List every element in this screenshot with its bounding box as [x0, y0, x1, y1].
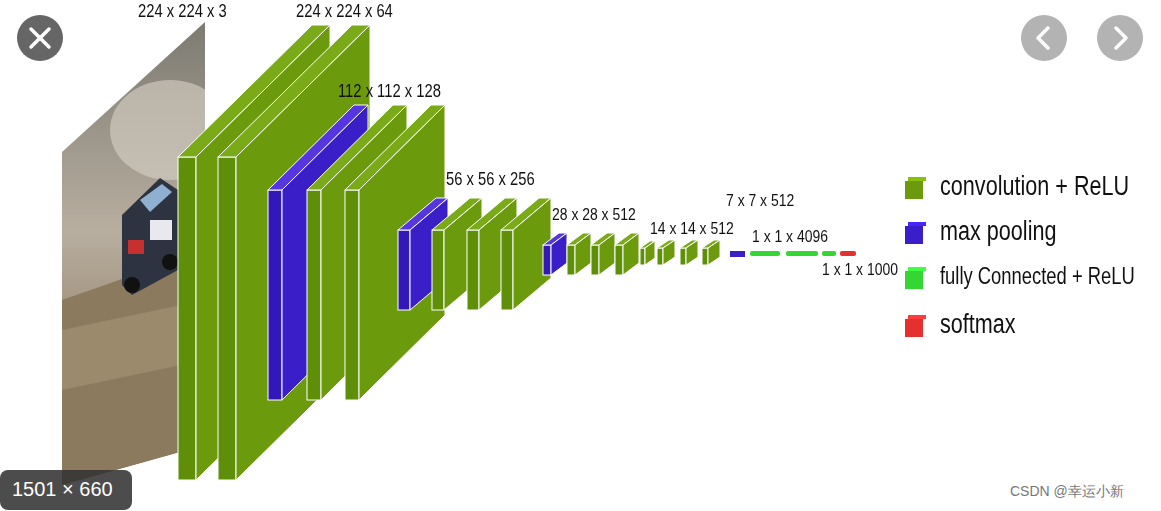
prev-button: [1021, 15, 1067, 61]
pool-block: [543, 233, 567, 275]
pool-block: [398, 198, 448, 310]
legend-swatch: [905, 181, 923, 199]
legend-entry: fully Connected + ReLU: [905, 264, 1155, 298]
legend-swatch-top: [908, 267, 926, 271]
rally-car: [122, 178, 178, 295]
conv-block: [567, 233, 591, 275]
fc-layer: [786, 251, 818, 256]
conv-block: [680, 240, 698, 265]
conv-block: [615, 233, 639, 275]
image-size-badge: 1501 × 660: [12, 478, 113, 500]
legend-text: softmax: [940, 310, 1016, 340]
fc-layer: [750, 251, 780, 256]
legend-text: convolution + ReLU: [940, 172, 1129, 202]
layer-dimension: 56 x 56 x 256: [446, 170, 535, 190]
layer-dimension: 14 x 14 x 512: [650, 220, 734, 239]
conv-block: [467, 198, 517, 310]
conv-block: [501, 198, 551, 310]
legend-swatch: [905, 319, 923, 337]
size-badge: [0, 470, 132, 510]
conv-block: [702, 240, 720, 265]
pool-block: [730, 251, 745, 257]
close-button: [17, 15, 63, 61]
pool-block: [640, 241, 655, 265]
legend-swatch-top: [908, 222, 926, 226]
watermark: CSDN @幸运小新: [1010, 484, 1124, 499]
layer-dimension: 7 x 7 x 512: [726, 192, 794, 211]
legend-text: max pooling: [940, 217, 1056, 247]
legend-swatch: [905, 271, 923, 289]
conv-block: [591, 233, 615, 275]
legend-swatch-top: [908, 177, 926, 181]
softmax-layer: [840, 251, 856, 256]
fc-layer: [822, 251, 836, 256]
layer-dimension: 1 x 1 x 1000: [822, 261, 898, 280]
legend-swatch: [905, 226, 923, 244]
layer-dimension: 224 x 224 x 64: [296, 2, 393, 22]
layer-dimension: 28 x 28 x 512: [552, 206, 636, 225]
conv-block: [432, 198, 482, 310]
legend-swatch-top: [908, 315, 926, 319]
legend-entry: convolution + ReLU: [905, 172, 1155, 206]
legend-text: fully Connected + ReLU: [940, 264, 1135, 289]
next-button: [1097, 15, 1143, 61]
layer-dimension: 1 x 1 x 4096: [752, 228, 828, 247]
legend-entry: max pooling: [905, 217, 1155, 251]
layer-dimension: 112 x 112 x 128: [338, 82, 441, 102]
conv-block: [657, 240, 675, 265]
legend-entry: softmax: [905, 310, 1155, 344]
input-dimension: 224 x 224 x 3: [138, 2, 227, 22]
